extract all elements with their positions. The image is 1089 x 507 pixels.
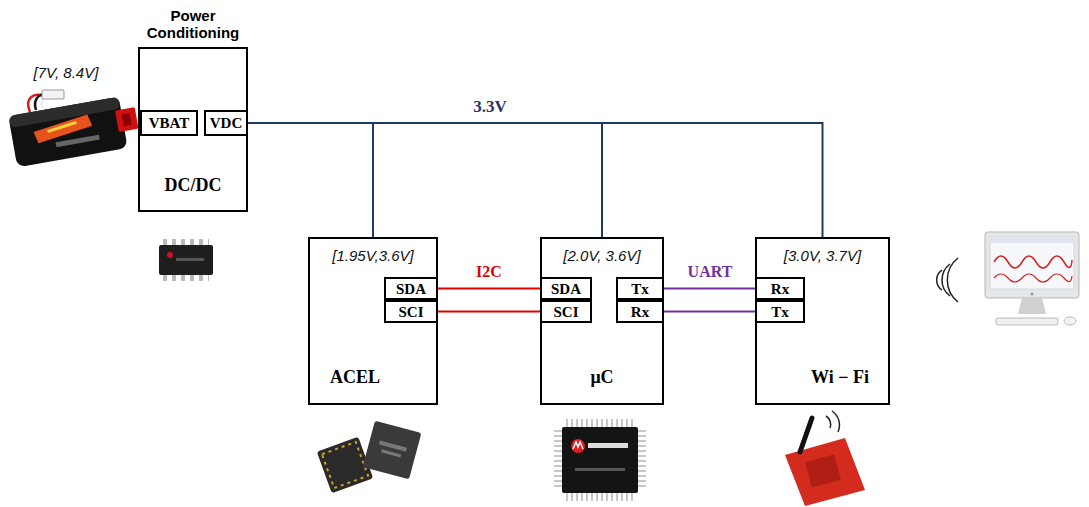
module-box: [1.95V,3.6V] ACEL SDA SCI: [308, 237, 438, 405]
pin-box: VDC: [204, 110, 248, 136]
power-rail: [248, 123, 602, 237]
block-heading: Power Conditioning: [138, 7, 248, 41]
pin-box: VBAT: [140, 110, 198, 136]
pin-box: SDA: [384, 277, 438, 300]
power-rail: [248, 123, 823, 237]
pin-name: Rx: [631, 303, 649, 321]
block-name: μC: [590, 367, 613, 388]
pin-box: SCI: [540, 300, 592, 323]
pin-box: SCI: [384, 300, 438, 323]
pin-box: Tx: [616, 277, 664, 300]
microcontroller-chip: [558, 423, 642, 497]
dc-dc-converter-box: Power ConditioningDC/DCVBATVDC: [138, 47, 248, 212]
module-box: [3.0V, 3.7V] Wi − Fi RxTx: [755, 237, 890, 405]
signal-wire: [438, 288, 540, 290]
pin-box: SDA: [540, 277, 592, 300]
accelerometer-chips: [317, 421, 422, 494]
pin-box: Tx: [755, 300, 805, 323]
block-name: ACEL: [330, 367, 380, 388]
pin-name: Rx: [771, 280, 789, 298]
pin-name: VBAT: [149, 114, 190, 132]
signal-wire: [438, 311, 540, 313]
bus-name: I2C: [476, 262, 502, 281]
pin-name: SCI: [553, 303, 578, 321]
lipo-battery: [8, 90, 141, 167]
signal-wire: [664, 311, 755, 313]
bus-voltage-label: 3.3V: [473, 97, 507, 117]
pin-name: VDC: [210, 114, 243, 132]
voltage-range: [3.0V, 3.7V]: [784, 247, 861, 265]
pin-box: Rx: [755, 277, 805, 300]
signal-wire: [664, 288, 755, 290]
pin-box: Rx: [616, 300, 664, 323]
battery-voltage-range: [7V, 8.4V]: [34, 64, 99, 82]
voltage-range: [1.95V,3.6V]: [332, 247, 413, 265]
module-box: [2.0V, 3.6V] μC SDA SCI TxRx: [540, 237, 664, 405]
power-rail: [248, 123, 373, 237]
block-name: Wi − Fi: [811, 367, 869, 388]
pin-name: SCI: [398, 303, 423, 321]
computer-icon: [937, 232, 1079, 325]
pin-name: SDA: [396, 280, 426, 298]
pin-name: SDA: [551, 280, 581, 298]
voltage-range: [2.0V, 3.6V]: [563, 247, 640, 265]
pin-name: Tx: [771, 303, 789, 321]
block-name: DC/DC: [165, 175, 222, 196]
bus-name: UART: [688, 262, 733, 281]
pin-name: Tx: [631, 280, 649, 298]
wifi-module: [785, 411, 865, 506]
dc-dc-chip: [159, 242, 213, 278]
